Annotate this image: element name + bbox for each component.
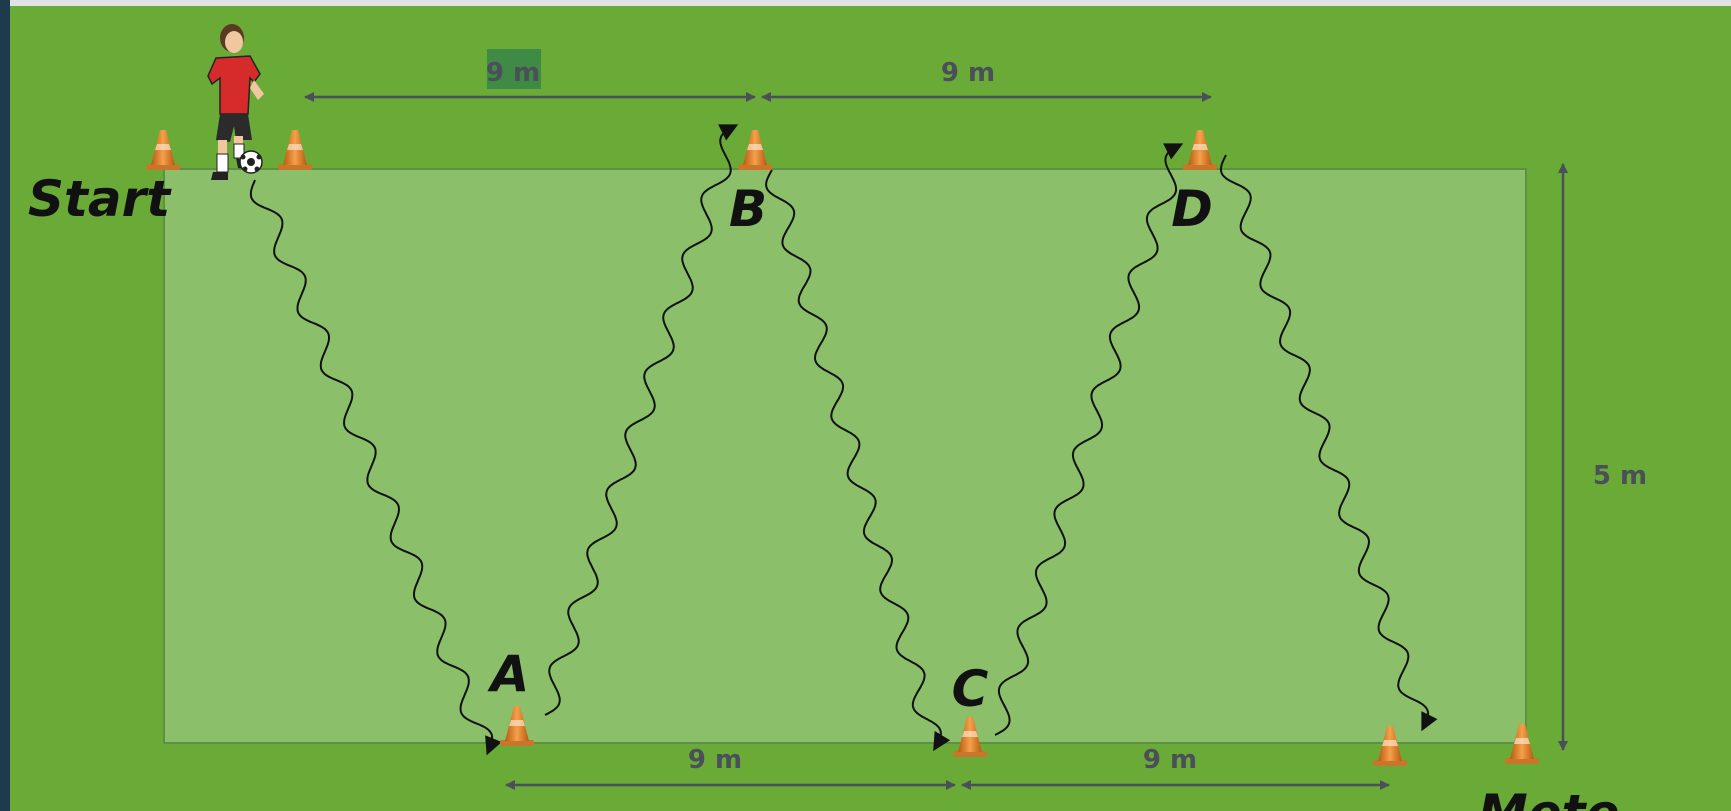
soccer-ball-icon bbox=[240, 151, 262, 173]
cone-label-b: B bbox=[729, 180, 767, 238]
left-border bbox=[0, 0, 10, 811]
end-label: Mete bbox=[1478, 784, 1619, 811]
dimension-label-top-right: 9 m bbox=[941, 58, 995, 88]
start-label: Start bbox=[28, 170, 172, 228]
cone-label-a: A bbox=[487, 645, 530, 703]
cone-label-c: C bbox=[952, 660, 989, 718]
dimension-label-bottom-left: 9 m bbox=[688, 745, 742, 775]
dimension-label-bottom-right: 9 m bbox=[1143, 745, 1197, 775]
top-border bbox=[0, 0, 1731, 6]
field-area bbox=[164, 169, 1526, 743]
dimension-label-height: 5 m bbox=[1593, 461, 1647, 491]
dimension-label-top-left: 9 m bbox=[486, 58, 540, 88]
cone-label-d: D bbox=[1171, 180, 1213, 238]
